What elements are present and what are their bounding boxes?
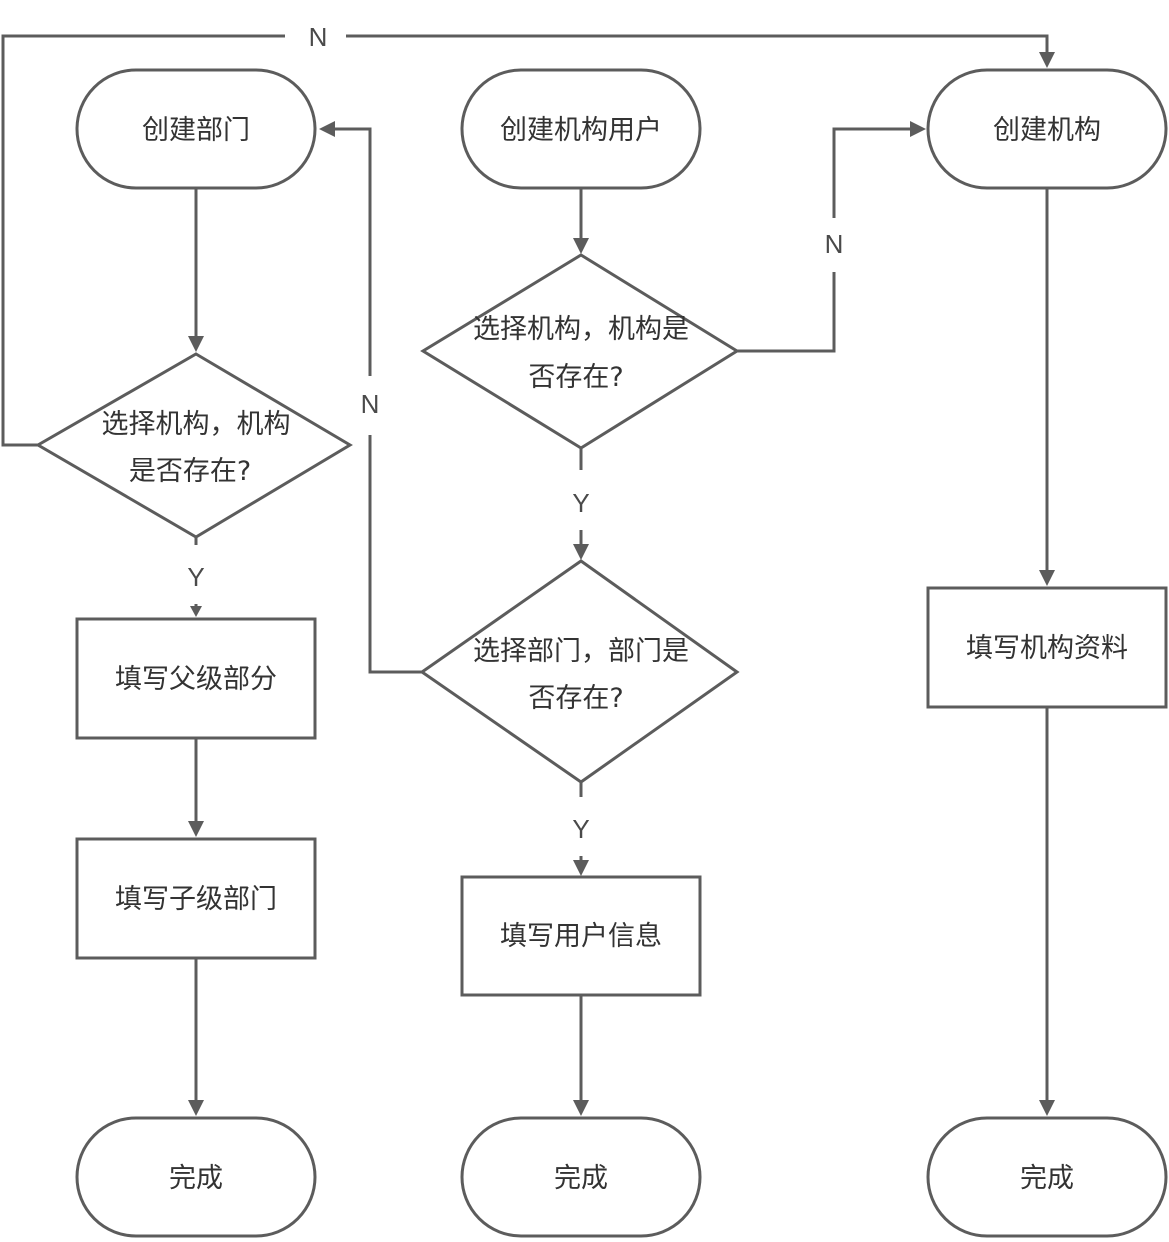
node-done-middle: 完成 (460, 1116, 702, 1238)
arrowhead (573, 1100, 589, 1116)
edge-label-left-no: N (309, 22, 328, 52)
edge-label-mid-yes-1: Y (572, 488, 589, 518)
arrowhead (1039, 1100, 1055, 1116)
arrowhead (573, 238, 589, 254)
process-fill-parent-dept: 填写父级部分 (75, 617, 317, 740)
node-create-org-user-label: 创建机构用户 (500, 115, 662, 146)
edge-dept-no-tail (333, 127, 372, 376)
edge-org-no-tail (832, 127, 912, 218)
arrowhead (188, 1100, 204, 1116)
edge-label-mid-yes-2: Y (572, 814, 589, 844)
process-fill-org-info: 填写机构资料 (926, 586, 1168, 709)
node-done-middle-label: 完成 (554, 1163, 608, 1194)
node-create-org-user: 创建机构用户 (460, 68, 702, 190)
decision-user-select-dept: 选择部门，部门是 否存在? (419, 559, 740, 784)
decision-user-select-org-line2: 否存在? (528, 362, 623, 393)
node-done-right: 完成 (926, 1116, 1168, 1238)
edge-label-left-yes: Y (187, 562, 204, 592)
decision-dept-select-org-line1: 选择机构，机构 (102, 409, 291, 440)
process-fill-user-info: 填写用户信息 (460, 875, 702, 997)
process-fill-user-info-label: 填写用户信息 (500, 921, 662, 952)
process-fill-child-dept-label: 填写子级部门 (115, 884, 277, 915)
node-create-dept: 创建部门 (75, 68, 317, 190)
edge-label-org-no: N (825, 229, 844, 259)
decision-user-select-org-line1: 选择机构，机构是 (473, 314, 689, 345)
arrowhead (190, 606, 202, 617)
arrowhead (319, 121, 335, 137)
process-fill-child-dept: 填写子级部门 (75, 837, 317, 960)
node-done-left-label: 完成 (169, 1163, 223, 1194)
edge-left-decision-no-loop (1, 34, 285, 447)
decision-dept-select-org: 选择机构，机构 是否存在? (35, 352, 353, 539)
arrowhead (910, 121, 926, 137)
edge-labels: N Y N N Y Y (187, 22, 843, 844)
arrowhead (1039, 570, 1055, 586)
decision-user-select-dept-line1: 选择部门，部门是 (473, 636, 689, 667)
arrowhead (188, 336, 204, 352)
edge-org-no (737, 272, 836, 353)
node-create-org-label: 创建机构 (993, 115, 1101, 146)
decision-dept-select-org-line2: 是否存在? (129, 456, 251, 487)
edge-dept-no (368, 435, 422, 674)
edge-label-dept-no: N (361, 389, 380, 419)
decision-user-select-org: 选择机构，机构是 否存在? (420, 253, 740, 450)
node-done-left: 完成 (75, 1116, 317, 1238)
process-fill-parent-dept-label: 填写父级部分 (115, 664, 277, 695)
process-fill-org-info-label: 填写机构资料 (966, 633, 1128, 664)
node-create-dept-label: 创建部门 (142, 115, 250, 146)
edge-left-decision-no-loop-tail (346, 34, 1049, 54)
arrowhead (1039, 52, 1055, 68)
arrowhead (573, 544, 589, 560)
edges (1, 34, 1055, 1116)
arrowhead (573, 860, 589, 876)
node-create-org: 创建机构 (926, 68, 1168, 190)
node-done-right-label: 完成 (1020, 1163, 1074, 1194)
arrowhead (188, 821, 204, 837)
decision-user-select-dept-line2: 否存在? (528, 683, 623, 714)
